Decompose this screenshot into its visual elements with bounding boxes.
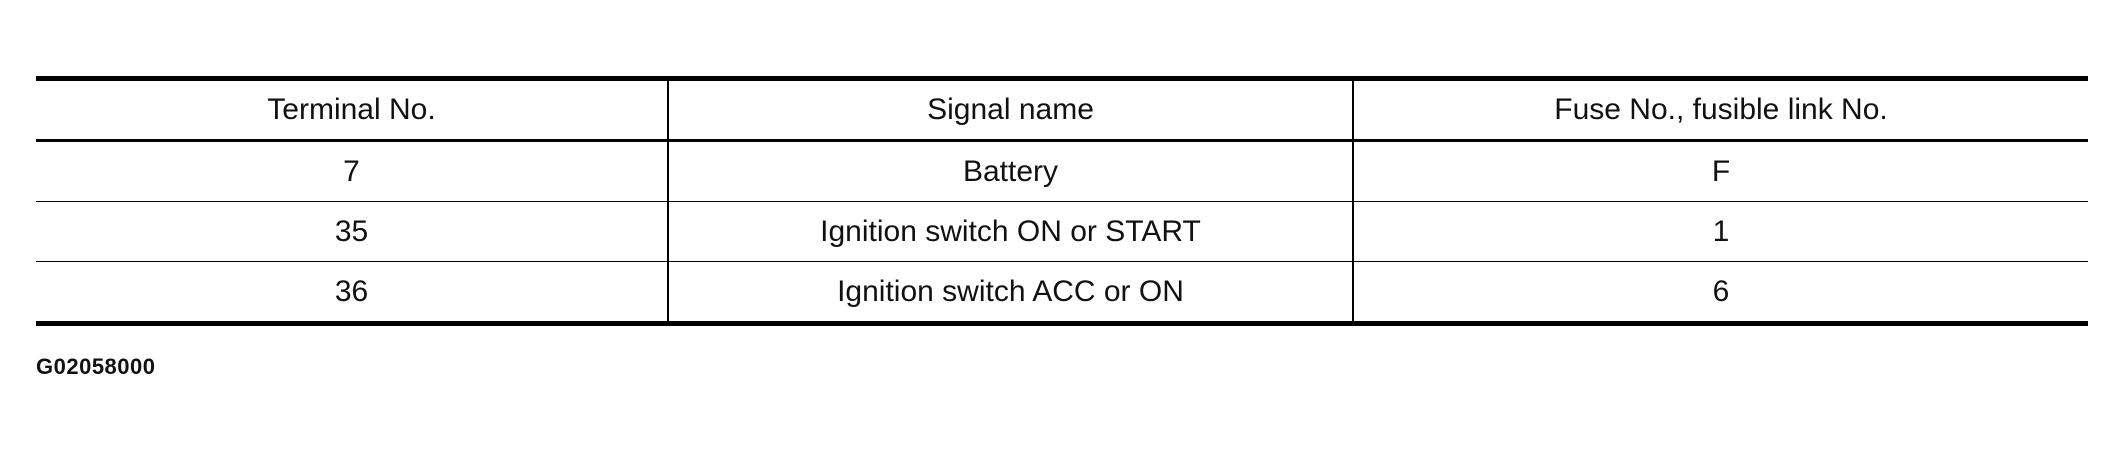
table-row: 36 Ignition switch ACC or ON 6	[36, 261, 2088, 324]
cell-terminal-no: 7	[36, 140, 669, 202]
table-row: 35 Ignition switch ON or START 1	[36, 201, 2088, 262]
cell-signal-name: Ignition switch ACC or ON	[668, 261, 1354, 324]
cell-signal-name: Ignition switch ON or START	[668, 201, 1354, 262]
cell-terminal-no: 35	[36, 201, 669, 262]
cell-fuse-no: 1	[1353, 201, 2088, 262]
table-header: Terminal No. Signal name Fuse No., fusib…	[36, 78, 2088, 142]
cell-terminal-no: 36	[36, 261, 669, 324]
table-row: 7 Battery F	[36, 140, 2088, 202]
cell-fuse-no: F	[1711, 154, 1731, 188]
terminal-fuse-table: Terminal No. Signal name Fuse No., fusib…	[36, 76, 2088, 326]
header-row: Terminal No. Signal name Fuse No., fusib…	[36, 78, 2088, 142]
header-terminal-no: Terminal No.	[36, 78, 669, 142]
cell-fuse-no: 6	[1353, 261, 2088, 324]
table-body: 7 Battery F 35 Ignition switch ON or STA…	[36, 140, 2088, 324]
cell-signal-name: Battery	[668, 140, 1354, 202]
header-signal-name: Signal name	[668, 78, 1354, 142]
header-fuse-no: Fuse No., fusible link No.	[1353, 78, 2088, 142]
figure-code: G02058000	[36, 354, 156, 379]
